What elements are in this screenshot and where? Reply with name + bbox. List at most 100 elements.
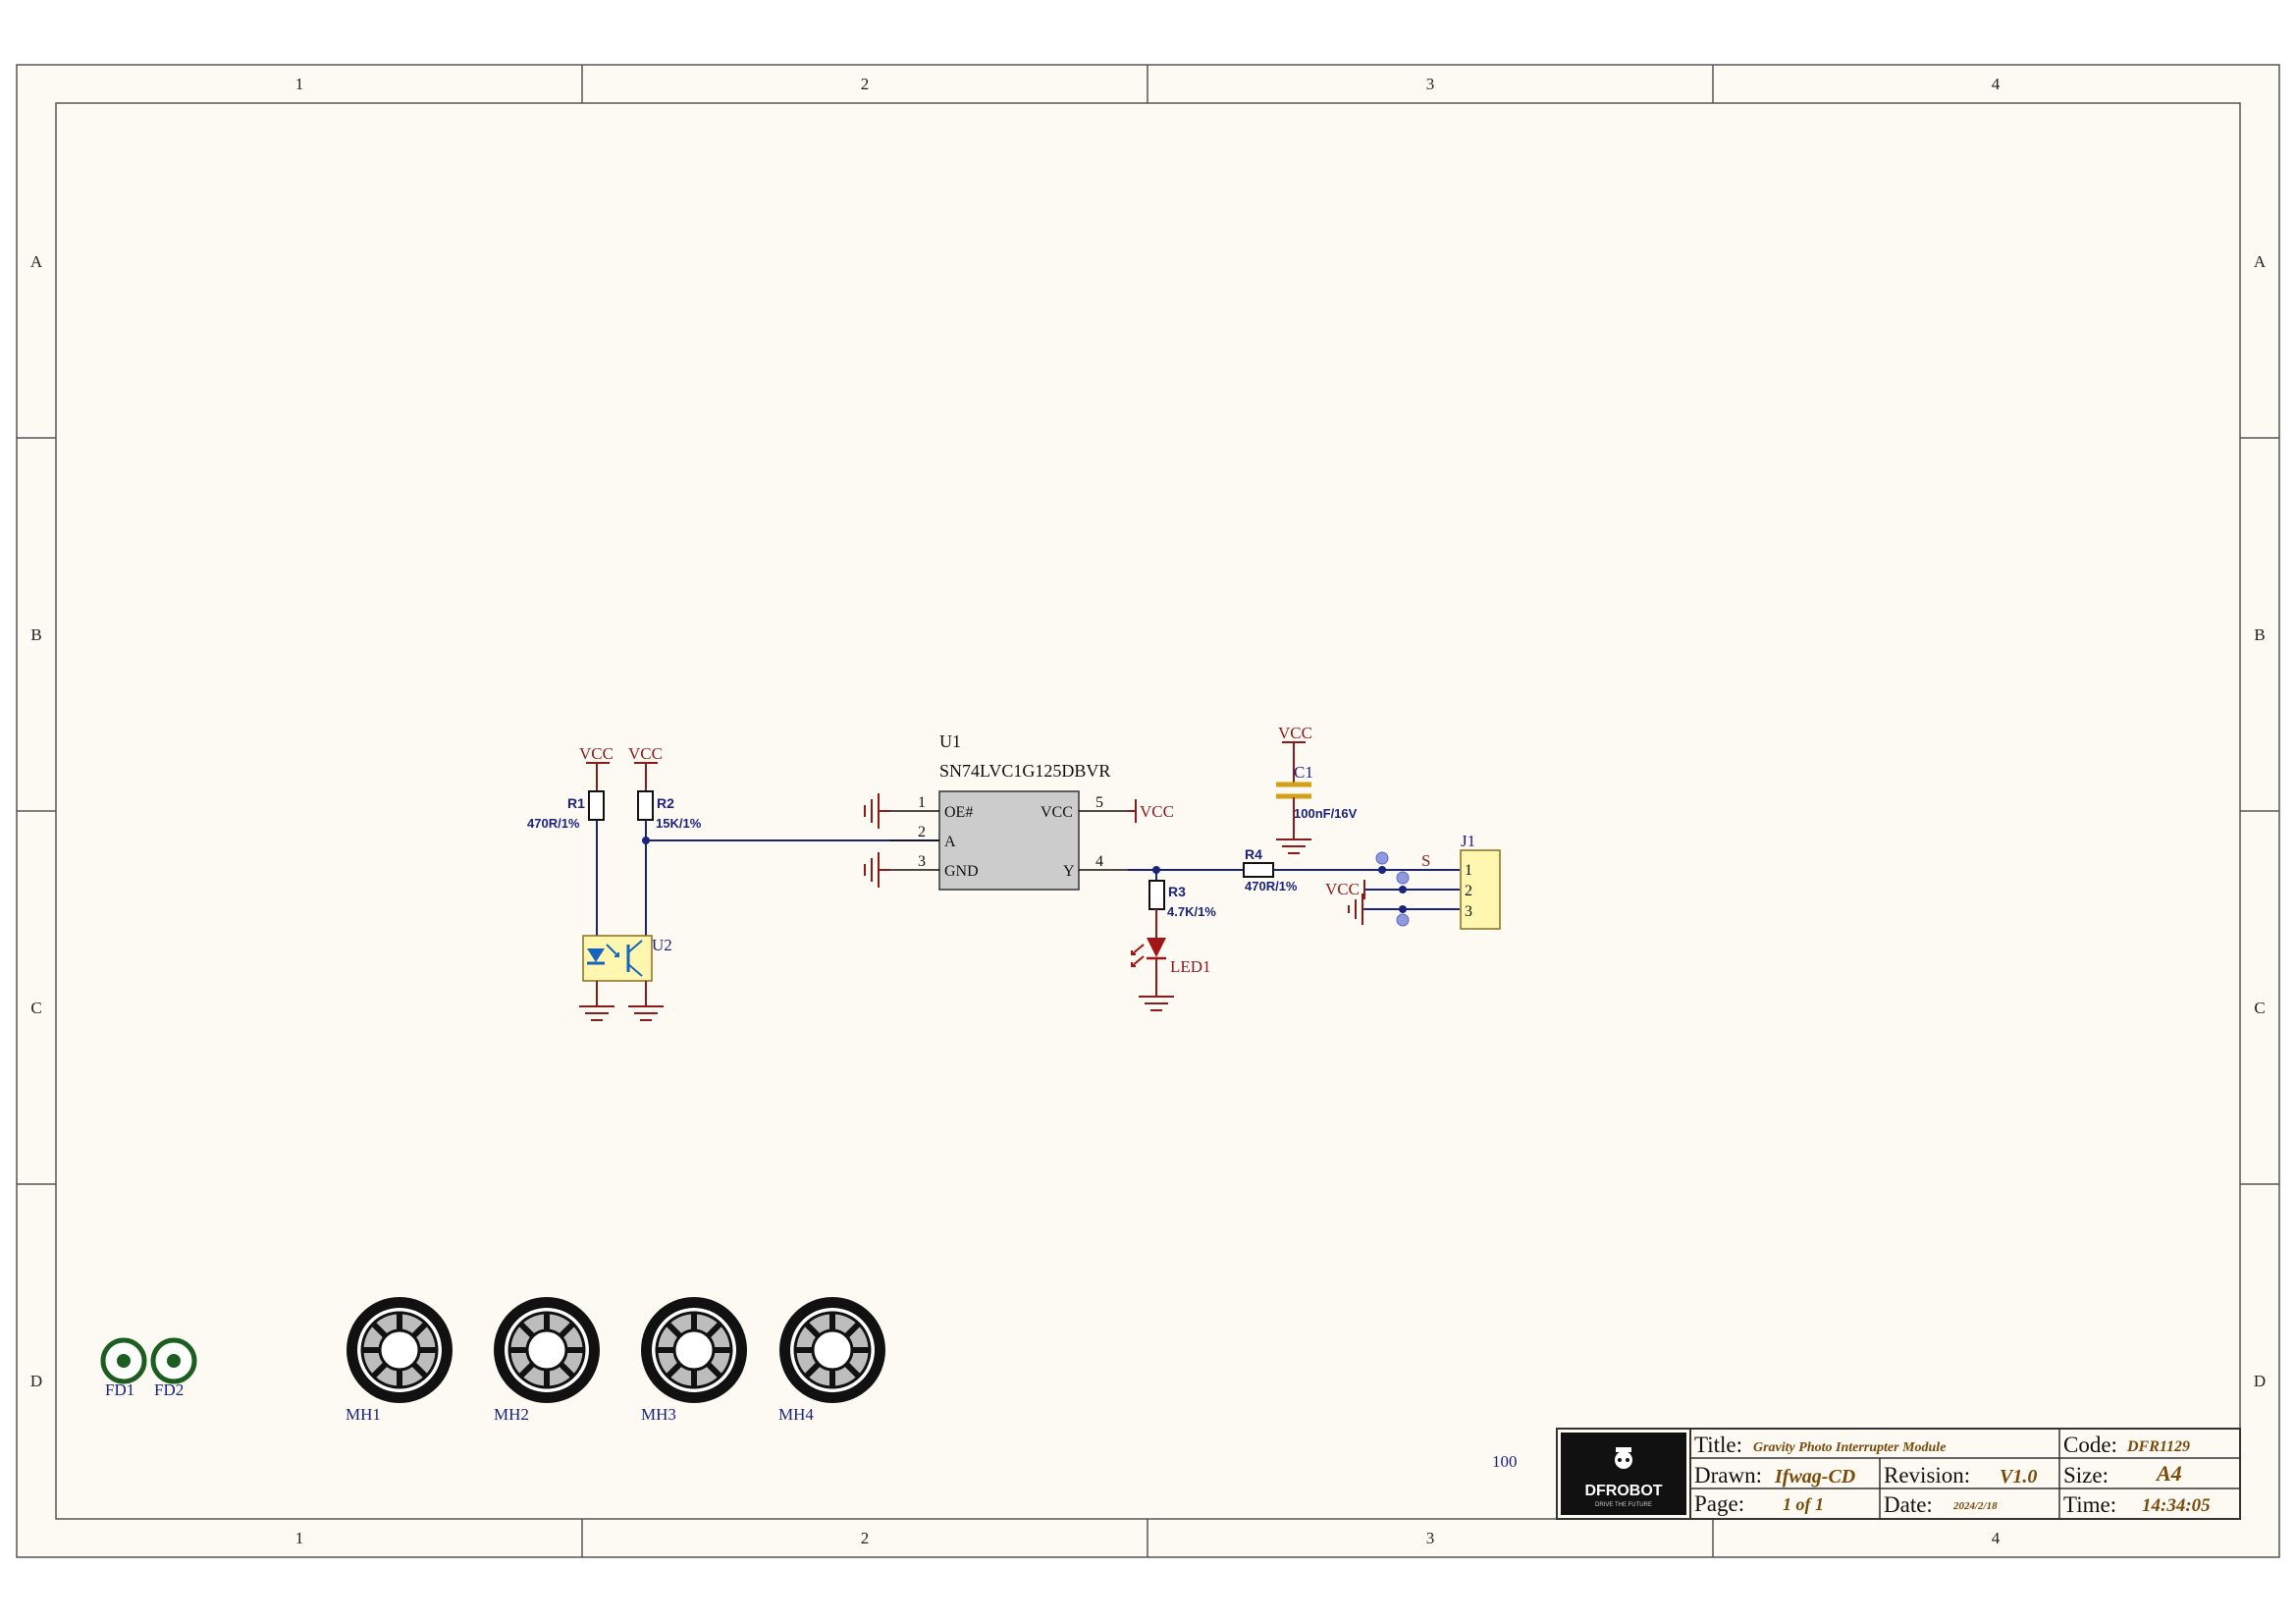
page-value: 1 of 1	[1783, 1494, 1824, 1514]
size-value: A4	[2155, 1461, 2182, 1486]
time-value: 14:34:05	[2142, 1495, 2211, 1516]
ground-symbol-u2-right	[628, 1005, 664, 1021]
revision-value: V1.0	[2000, 1466, 2037, 1488]
fiducial-fd2: FD2	[150, 1337, 197, 1399]
row-label-b-left: B	[30, 625, 41, 644]
ground-symbol-u1-oe	[864, 793, 890, 829]
code-label: Code:	[2063, 1433, 2117, 1457]
title-value: Gravity Photo Interrupter Module	[1753, 1440, 1946, 1455]
r2-value: 15K/1%	[656, 816, 702, 831]
u1-pin-5-name: VCC	[1041, 804, 1073, 821]
col-label-3-top: 3	[1426, 75, 1435, 93]
mh2-label: MH2	[494, 1405, 529, 1424]
revision-label: Revision:	[1884, 1463, 1970, 1488]
row-label-d-left: D	[30, 1372, 42, 1390]
col-label-2-top: 2	[861, 75, 870, 93]
j1-ref: J1	[1461, 832, 1475, 850]
r4-group[interactable]: R4 470R/1%	[1243, 846, 1298, 893]
c1-group[interactable]: VCC C1 100nF/16V	[1276, 724, 1358, 839]
u1-pin-4-num: 4	[1095, 853, 1103, 870]
mh4-label: MH4	[778, 1405, 814, 1424]
title-block: DFROBOT DRIVE THE FUTURE Title: Gravity …	[1556, 1428, 2241, 1520]
mounting-hole-mh1: MH1	[346, 1297, 453, 1424]
r4-value: 470R/1%	[1245, 879, 1298, 893]
mh3-label: MH3	[641, 1405, 676, 1424]
logo-tagline: DRIVE THE FUTURE	[1595, 1502, 1652, 1508]
j1-connector[interactable]: J1 1 2 3	[1460, 832, 1501, 930]
ground-symbol-u1-gnd	[864, 852, 890, 888]
vcc-symbol-j1: VCC	[1325, 880, 1365, 899]
vcc-label-r1: VCC	[579, 744, 614, 763]
led1-group[interactable]: LED1	[1131, 938, 1211, 997]
fiducial-fd1: FD1	[100, 1337, 147, 1399]
u1-part-number: SN74LVC1G125DBVR	[939, 761, 1110, 781]
drawn-label: Drawn:	[1694, 1463, 1762, 1488]
resistor-r1-body	[588, 790, 605, 821]
vcc-symbol-u1: VCC	[1128, 799, 1174, 823]
col-label-4-bottom: 4	[1992, 1529, 2001, 1547]
u1-pin-1-num: 1	[918, 794, 926, 811]
fd1-label: FD1	[105, 1380, 134, 1399]
time-label: Time:	[2063, 1492, 2116, 1517]
stray-number: 100	[1492, 1452, 1518, 1471]
page-label: Page:	[1694, 1491, 1744, 1516]
logo-wordmark: DFROBOT	[1584, 1483, 1662, 1499]
j1-pin-3: 3	[1465, 903, 1472, 920]
ground-symbol-led1	[1139, 996, 1174, 1011]
vcc-label-u1: VCC	[1140, 802, 1174, 821]
probe-marker	[1396, 871, 1410, 885]
row-label-a-left: A	[30, 252, 43, 271]
r1-group[interactable]: VCC R1 470R/1%	[527, 744, 614, 938]
junction-s	[1378, 866, 1386, 874]
led1-diode-icon	[1147, 938, 1166, 957]
col-label-4-top: 4	[1992, 75, 2001, 93]
r2-ref: R2	[657, 795, 674, 811]
mounting-hole-mh2: MH2	[494, 1297, 600, 1424]
mounting-hole-mh4: MH4	[778, 1297, 885, 1424]
net-label-s: S	[1421, 851, 1430, 870]
u2-ref: U2	[652, 936, 672, 954]
date-label: Date:	[1884, 1492, 1933, 1517]
led1-ref: LED1	[1170, 957, 1211, 976]
resistor-r4-body	[1243, 862, 1274, 878]
r3-ref: R3	[1168, 884, 1186, 899]
fd2-label: FD2	[154, 1380, 184, 1399]
c1-value: 100nF/16V	[1294, 806, 1358, 821]
u1-pin-2-num: 2	[918, 824, 926, 840]
ground-symbol-c1	[1276, 839, 1311, 854]
u1-pin-4-name: Y	[1063, 863, 1075, 880]
r3-value: 4.7K/1%	[1167, 904, 1216, 919]
row-label-d-right: D	[2254, 1372, 2266, 1390]
u1-pin-1-name: OE#	[944, 804, 973, 821]
col-label-1-top: 1	[295, 75, 304, 93]
c1-ref: C1	[1294, 763, 1313, 782]
r1-value: 470R/1%	[527, 816, 580, 831]
title-label: Title:	[1694, 1433, 1742, 1457]
row-label-c-left: C	[30, 999, 41, 1017]
vcc-label-r2: VCC	[628, 744, 663, 763]
row-label-b-right: B	[2254, 625, 2265, 644]
row-label-a-right: A	[2254, 252, 2267, 271]
vcc-label-c1: VCC	[1278, 724, 1312, 742]
resistor-r2-body	[637, 790, 654, 821]
u1-buffer-ic[interactable]: U1 SN74LVC1G125DBVR 1 2 3 4 5 OE# A GND …	[890, 731, 1128, 891]
u1-pin-3-num: 3	[918, 853, 926, 870]
drawn-value: Ifwag-CD	[1774, 1466, 1855, 1488]
mounting-hole-mh3: MH3	[641, 1297, 747, 1424]
code-value: DFR1129	[2126, 1438, 2190, 1455]
ground-symbol-u2-left	[579, 1005, 614, 1021]
j1-pin-2: 2	[1465, 883, 1472, 899]
probe-marker	[1396, 913, 1410, 927]
u1-pin-2-name: A	[944, 834, 956, 850]
j1-body	[1460, 849, 1501, 930]
u2-photo-interrupter[interactable]: U2	[582, 935, 672, 1006]
r1-ref: R1	[567, 795, 585, 811]
mh1-label: MH1	[346, 1405, 381, 1424]
vcc-label-j1: VCC	[1325, 880, 1360, 898]
r3-group[interactable]: R3 4.7K/1%	[1148, 870, 1216, 938]
resistor-r3-body	[1148, 880, 1165, 910]
u1-pin-5-num: 5	[1095, 794, 1103, 811]
col-label-3-bottom: 3	[1426, 1529, 1435, 1547]
col-label-2-bottom: 2	[861, 1529, 870, 1547]
col-label-1-bottom: 1	[295, 1529, 304, 1547]
